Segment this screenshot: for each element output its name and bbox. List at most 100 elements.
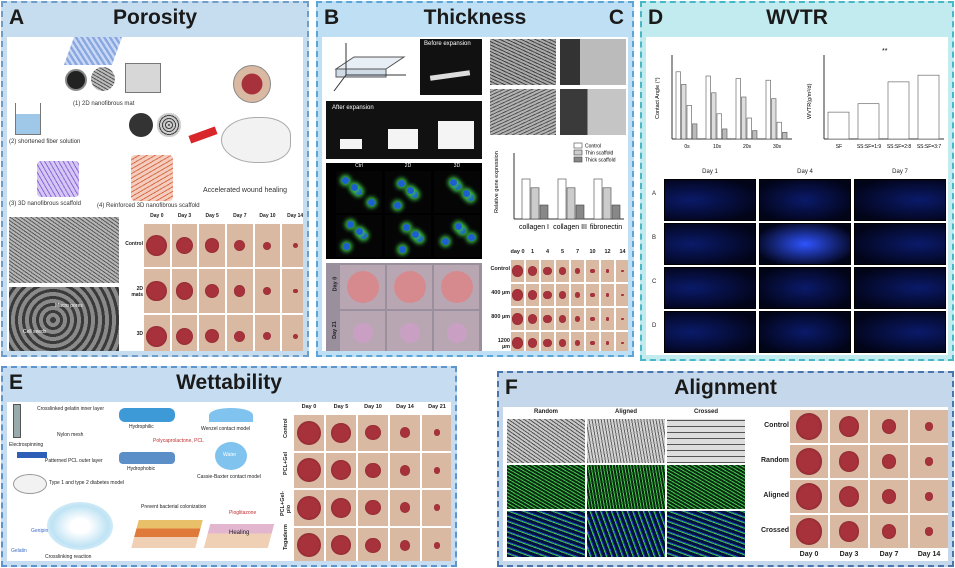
wound-photo bbox=[199, 269, 225, 313]
sem-image-bottom bbox=[9, 287, 119, 351]
wound-photo bbox=[340, 311, 385, 351]
reinforced-scaffold-illustration bbox=[131, 155, 173, 201]
day-label: 14 bbox=[619, 249, 626, 255]
gene-label: fibronectin bbox=[590, 224, 622, 231]
row-label: Day 21 bbox=[331, 321, 338, 339]
wound-photo bbox=[601, 308, 614, 330]
step-label-4: (4) Reinforced 3D nanofibrous scaffold bbox=[97, 203, 200, 209]
fluorescence-image bbox=[759, 267, 851, 309]
wound bbox=[527, 290, 538, 300]
bar bbox=[686, 105, 692, 140]
wound bbox=[146, 325, 168, 347]
sem-image-top bbox=[9, 217, 119, 283]
wound-photo bbox=[790, 410, 828, 443]
gene-label: collagen I bbox=[519, 224, 549, 231]
wound-photo bbox=[294, 490, 324, 526]
wound bbox=[924, 422, 934, 431]
day-label: Day 3 bbox=[177, 213, 192, 219]
row-label: Tegaderm bbox=[283, 524, 289, 551]
wound-photo bbox=[830, 515, 868, 548]
wound-photo bbox=[556, 332, 569, 351]
cell-blob bbox=[343, 243, 350, 250]
wound-photo bbox=[144, 314, 170, 351]
wound-photo bbox=[340, 265, 385, 309]
wound bbox=[433, 466, 441, 474]
sem-image bbox=[587, 419, 665, 463]
legend-entry: Thin scaffold bbox=[585, 151, 613, 157]
bar bbox=[705, 75, 711, 140]
cell-blob bbox=[351, 184, 358, 191]
wound bbox=[331, 535, 351, 556]
hydrophobic-layer bbox=[119, 452, 175, 464]
cell-blob bbox=[403, 224, 410, 231]
wound-photo bbox=[358, 415, 388, 451]
step-label-1: (1) 2D nanofibrous mat bbox=[73, 101, 135, 107]
bandage-layers-left bbox=[131, 520, 203, 548]
day-label: 10 bbox=[589, 249, 596, 255]
wound-photo bbox=[144, 224, 170, 268]
wound-photo bbox=[571, 284, 584, 306]
cell-blob bbox=[412, 231, 419, 238]
wound-photo bbox=[586, 260, 599, 282]
cell-blob bbox=[342, 177, 349, 184]
bar bbox=[593, 178, 603, 220]
cell-blob bbox=[398, 180, 405, 187]
row-label: Random bbox=[761, 456, 789, 464]
wound bbox=[527, 266, 538, 276]
diabetes-model-label: Type 1 and type 2 diabetes model bbox=[49, 480, 125, 486]
panel-title: WVTR bbox=[766, 6, 828, 29]
pcl-label: Polycaprolactone, PCL bbox=[153, 438, 204, 444]
legend-swatch bbox=[573, 142, 583, 149]
bar bbox=[735, 78, 741, 140]
y-axis-label: WVTR(g/m²/d) bbox=[807, 83, 813, 119]
bar bbox=[566, 187, 576, 220]
fluorescence-image bbox=[664, 267, 756, 309]
wound bbox=[331, 460, 351, 481]
wound bbox=[433, 504, 441, 511]
bar bbox=[692, 123, 698, 140]
wound-photo bbox=[171, 224, 198, 268]
wound bbox=[590, 340, 595, 346]
y-axis-label: Contact Angle (°) bbox=[655, 77, 661, 119]
wound bbox=[399, 464, 411, 476]
wound bbox=[838, 416, 860, 437]
wound-photo bbox=[511, 332, 524, 351]
prevent-bacteria-label: Prevent bacterial colonization bbox=[141, 504, 207, 510]
gene-label: collagen III bbox=[553, 224, 587, 231]
wound-photo bbox=[144, 269, 170, 313]
row-label: 400 µm bbox=[491, 290, 510, 296]
wound-photo bbox=[282, 314, 303, 351]
wound bbox=[881, 454, 897, 469]
wound-photo bbox=[511, 284, 524, 306]
wound-photo bbox=[227, 314, 253, 351]
column-label: Random bbox=[534, 409, 558, 415]
wound bbox=[297, 420, 321, 445]
wound bbox=[527, 314, 538, 324]
fluorescence-image bbox=[664, 311, 756, 353]
panel-header: Wettability bbox=[3, 368, 455, 398]
row-label: Aligned bbox=[763, 491, 789, 499]
nanofiber-mat-illustration bbox=[63, 37, 123, 65]
cell-blob bbox=[459, 227, 466, 234]
wound bbox=[924, 457, 934, 466]
day-label: Day 14 bbox=[396, 404, 414, 410]
wound-photo bbox=[571, 332, 584, 351]
legend-entry: Thick scaffold bbox=[585, 158, 616, 164]
wound bbox=[399, 427, 411, 439]
fluorescence-image bbox=[336, 215, 382, 257]
fluorescence-image bbox=[587, 511, 665, 557]
gelatin-label: Gelatin bbox=[11, 548, 27, 554]
column-label: 2D bbox=[404, 163, 412, 169]
panel-title: Thickness bbox=[423, 6, 527, 29]
step-label-3: (3) 3D nanofibrous scaffold bbox=[9, 201, 81, 207]
macro-pores-label: Macro pores bbox=[55, 303, 83, 309]
day-label: Day 5 bbox=[333, 404, 349, 410]
wound bbox=[795, 413, 823, 440]
wound bbox=[590, 316, 595, 322]
wound-photo bbox=[556, 284, 569, 306]
sem-b bbox=[560, 39, 626, 85]
wound bbox=[346, 271, 379, 303]
